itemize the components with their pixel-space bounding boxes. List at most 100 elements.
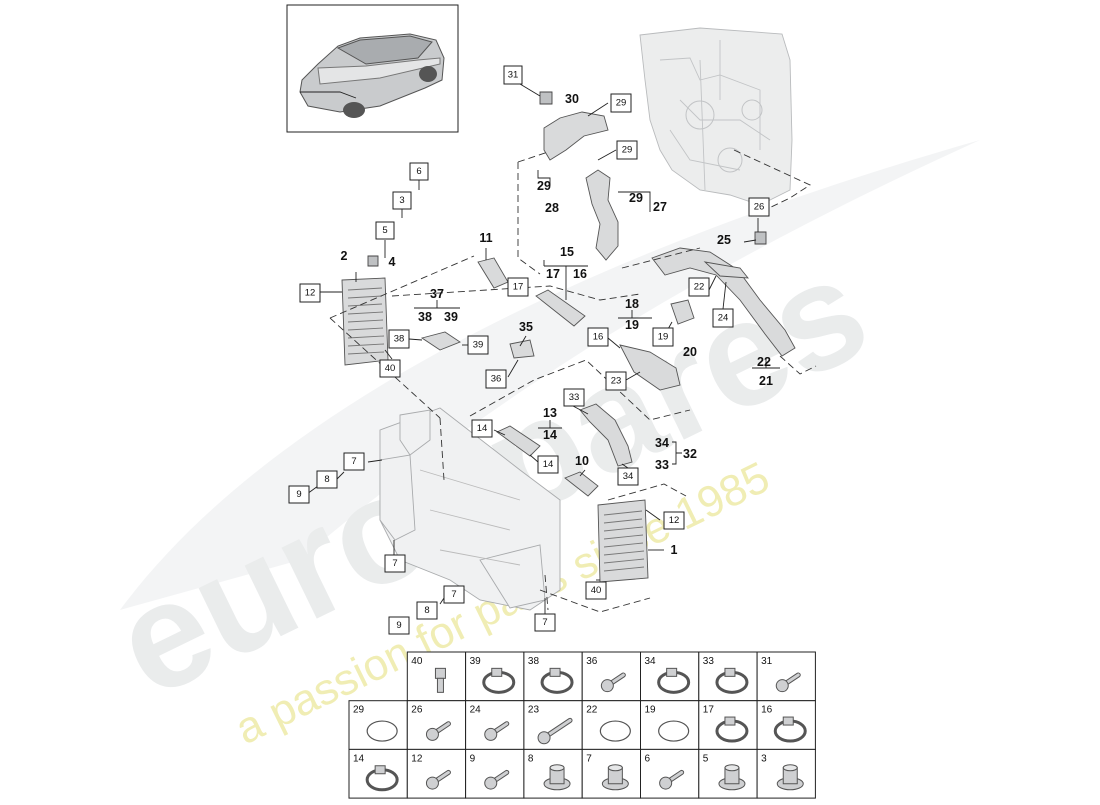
fastener-cell[interactable]: 12 bbox=[406, 748, 467, 799]
fastener-number: 8 bbox=[528, 753, 534, 764]
callout-box[interactable]: 12 bbox=[299, 283, 321, 303]
fastener-cell[interactable]: 3 bbox=[756, 748, 816, 799]
callout-number[interactable]: 38 bbox=[418, 310, 432, 324]
fastener-cell[interactable]: 39 bbox=[465, 651, 525, 702]
callout-box[interactable]: 7 bbox=[384, 554, 406, 573]
fastener-cell[interactable]: 26 bbox=[406, 700, 467, 750]
callout-number[interactable]: 30 bbox=[565, 92, 579, 106]
callout-number[interactable]: 11 bbox=[479, 231, 492, 245]
fastener-cell[interactable]: 36 bbox=[581, 651, 642, 702]
callout-box[interactable]: 16 bbox=[587, 327, 609, 347]
hose-clamp-icon bbox=[657, 667, 691, 694]
callout-box[interactable]: 39 bbox=[467, 335, 489, 355]
callout-box[interactable]: 22 bbox=[688, 277, 710, 297]
callout-box[interactable]: 24 bbox=[712, 308, 734, 328]
callout-box[interactable]: 31 bbox=[503, 65, 523, 85]
fastener-cell[interactable]: 29 bbox=[348, 700, 408, 750]
callout-box[interactable]: 7 bbox=[534, 613, 556, 632]
callout-number[interactable]: 21 bbox=[759, 374, 773, 388]
hose-clamp-icon bbox=[715, 716, 749, 743]
callout-number[interactable]: 1 bbox=[671, 543, 678, 557]
svg-text:8: 8 bbox=[424, 605, 429, 616]
callout-box[interactable]: 9 bbox=[388, 616, 410, 635]
screw-icon bbox=[600, 672, 626, 693]
callout-number[interactable]: 14 bbox=[543, 428, 557, 442]
callout-number[interactable]: 17 bbox=[546, 267, 560, 281]
fastener-number: 9 bbox=[470, 753, 476, 764]
sensor-icon bbox=[434, 667, 446, 693]
callout-box[interactable]: 5 bbox=[375, 221, 395, 240]
callout-box[interactable]: 8 bbox=[316, 470, 338, 489]
callout-box[interactable]: 29 bbox=[610, 93, 632, 113]
callout-number[interactable]: 2 bbox=[341, 249, 348, 263]
svg-text:8: 8 bbox=[324, 474, 329, 485]
fastener-cell[interactable]: 31 bbox=[756, 651, 816, 702]
fastener-cell[interactable]: 17 bbox=[698, 700, 758, 750]
fastener-cell[interactable]: 8 bbox=[523, 748, 583, 799]
o-ring-icon bbox=[366, 720, 398, 742]
callout-number[interactable]: 4 bbox=[389, 255, 396, 269]
callout-box[interactable]: 40 bbox=[379, 359, 401, 378]
callout-box[interactable]: 40 bbox=[585, 581, 607, 600]
fastener-cell[interactable]: 5 bbox=[698, 748, 758, 799]
callout-number[interactable]: 34 bbox=[655, 436, 669, 450]
svg-text:23: 23 bbox=[611, 376, 622, 387]
callout-box[interactable]: 14 bbox=[537, 455, 559, 474]
callout-number[interactable]: 13 bbox=[543, 406, 557, 420]
callout-box[interactable]: 38 bbox=[388, 329, 410, 349]
callout-number[interactable]: 18 bbox=[625, 297, 639, 311]
callout-number[interactable]: 39 bbox=[444, 310, 458, 324]
callout-box[interactable]: 26 bbox=[748, 197, 770, 217]
callout-box[interactable]: 17 bbox=[507, 277, 529, 297]
callout-box[interactable]: 36 bbox=[485, 369, 507, 389]
callout-box[interactable]: 6 bbox=[409, 162, 429, 181]
fastener-cell[interactable]: 6 bbox=[640, 748, 700, 799]
fastener-cell[interactable]: 7 bbox=[581, 748, 642, 799]
callout-box[interactable]: 14 bbox=[471, 419, 493, 438]
callout-number[interactable]: 27 bbox=[653, 200, 667, 214]
callout-number[interactable]: 20 bbox=[683, 345, 697, 359]
callout-number[interactable]: 32 bbox=[683, 447, 697, 461]
fastener-cell[interactable]: 9 bbox=[465, 748, 525, 799]
fastener-cell[interactable]: 34 bbox=[640, 651, 700, 702]
fastener-cell[interactable]: 40 bbox=[406, 651, 467, 702]
fastener-cell[interactable]: 33 bbox=[698, 651, 758, 702]
callout-number[interactable]: 22 bbox=[757, 355, 771, 369]
fastener-cell[interactable]: 38 bbox=[523, 651, 583, 702]
callout-box[interactable]: 33 bbox=[563, 388, 585, 407]
callout-box[interactable]: 8 bbox=[416, 601, 438, 620]
plain-callouts: 30 29 28 29 27 4 2 11 15 17 16 25 22 21 … bbox=[341, 92, 773, 557]
callout-number[interactable]: 29 bbox=[629, 191, 643, 205]
callout-box[interactable]: 12 bbox=[663, 511, 685, 530]
callout-box[interactable]: 7 bbox=[343, 452, 365, 471]
fastener-cell[interactable]: 24 bbox=[465, 700, 525, 750]
callout-number[interactable]: 28 bbox=[545, 201, 559, 215]
callout-box[interactable]: 3 bbox=[392, 191, 412, 210]
callout-number[interactable]: 25 bbox=[717, 233, 731, 247]
rivet-nut-icon bbox=[543, 764, 571, 791]
svg-text:12: 12 bbox=[305, 288, 316, 299]
callout-number[interactable]: 15 bbox=[560, 245, 574, 259]
callout-box[interactable]: 23 bbox=[605, 371, 627, 391]
callout-number[interactable]: 19 bbox=[625, 318, 639, 332]
fastener-cell[interactable]: 23 bbox=[523, 700, 583, 750]
callout-box[interactable]: 19 bbox=[652, 327, 674, 347]
callout-box[interactable]: 7 bbox=[443, 585, 465, 604]
svg-text:31: 31 bbox=[508, 70, 519, 81]
fastener-cell[interactable]: 19 bbox=[640, 700, 700, 750]
svg-text:3: 3 bbox=[399, 195, 404, 206]
fastener-cell[interactable]: 14 bbox=[348, 748, 408, 799]
callout-number[interactable]: 37 bbox=[430, 287, 444, 301]
callout-number[interactable]: 33 bbox=[655, 458, 669, 472]
callout-box[interactable]: 29 bbox=[616, 140, 638, 160]
callout-number[interactable]: 29 bbox=[537, 179, 551, 193]
callout-box[interactable]: 34 bbox=[617, 467, 639, 486]
long-bolt-icon bbox=[537, 717, 573, 745]
callout-box[interactable]: 9 bbox=[288, 485, 310, 504]
callout-number[interactable]: 35 bbox=[519, 320, 533, 334]
fastener-cell[interactable]: 16 bbox=[756, 700, 816, 750]
fastener-number: 3 bbox=[761, 753, 767, 764]
callout-number[interactable]: 16 bbox=[573, 267, 587, 281]
callout-number[interactable]: 10 bbox=[575, 454, 589, 468]
fastener-cell[interactable]: 22 bbox=[581, 700, 642, 750]
